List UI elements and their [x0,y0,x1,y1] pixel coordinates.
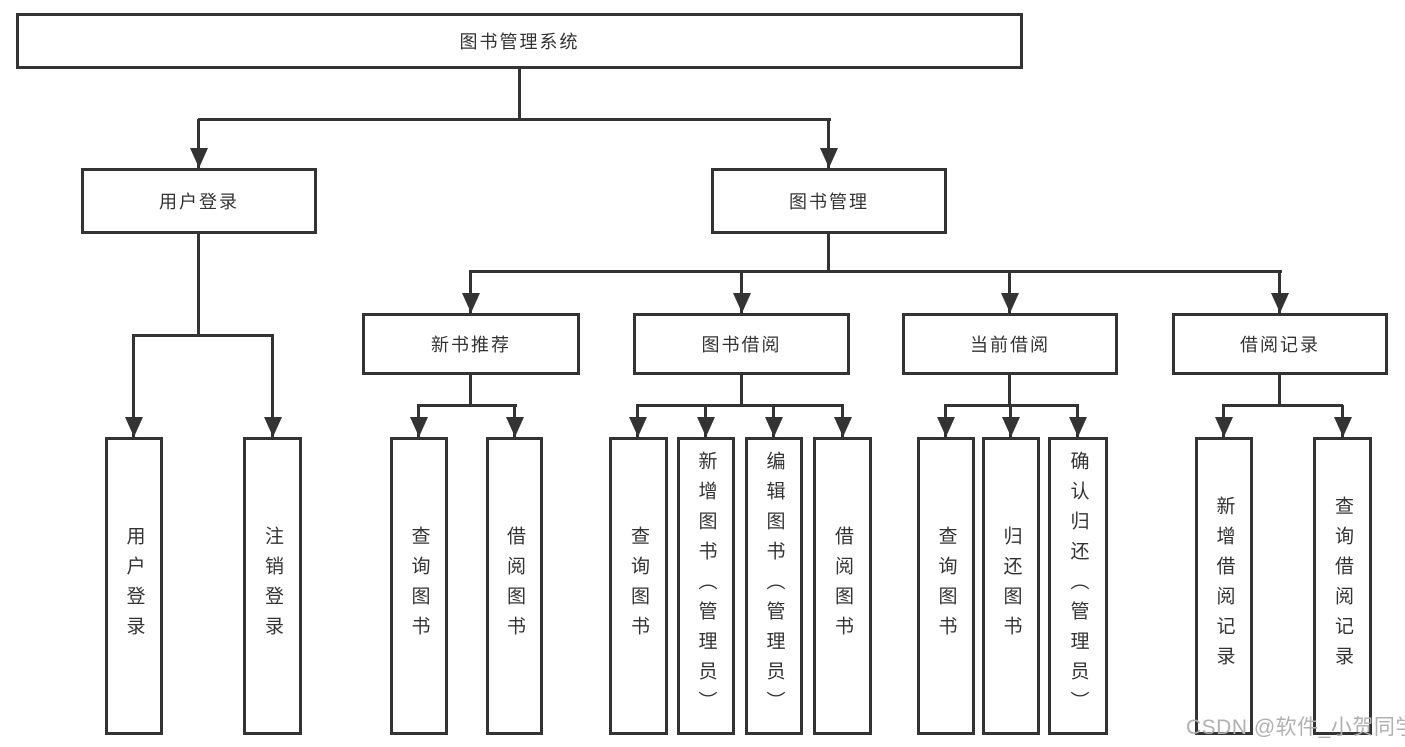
node-user-login-label: 用户登录 [159,192,239,212]
node-book-borrow: 图书借阅 [633,313,850,375]
arrow-into-borrow-record [1278,271,1281,313]
connector-borrow-record-split [1222,404,1343,407]
connector-book-mgmt-split [469,270,1282,273]
arrow-into-cb-return [1009,405,1012,437]
arrow-into-user-login [197,119,200,168]
node-new-book-rec-label: 新书推荐 [431,335,511,355]
node-bb-add-label: 新增图书（管理员） [695,451,717,721]
arrow-into-nb-query [417,405,420,437]
arrow-into-bb-query [636,405,639,437]
arrow-into-nb-borrow [513,405,516,437]
node-nb-query-label: 查询图书 [408,526,430,646]
node-cb-query: 查询图书 [917,437,975,735]
node-current-borrow: 当前借阅 [902,313,1118,375]
node-user-login: 用户登录 [81,168,317,234]
arrow-into-bb-borrow [841,405,844,437]
node-cb-confirm: 确认归还（管理员） [1048,437,1108,735]
node-bb-edit-label: 编辑图书（管理员） [763,451,785,721]
connector-book-mgmt-stem [827,234,830,273]
node-cb-return: 归还图书 [982,437,1040,735]
arrow-into-new-book-rec [469,271,472,313]
connector-borrow-record-stem [1278,375,1281,406]
node-br-add: 新增借阅记录 [1195,437,1253,735]
arrow-into-cb-confirm [1076,405,1079,437]
arrow-into-cb-query [944,405,947,437]
node-leaf-logout-label: 注销登录 [262,526,283,646]
connector-new-book-rec-stem [469,375,472,406]
node-cb-return-label: 归还图书 [1000,526,1022,646]
node-cb-query-label: 查询图书 [935,526,957,646]
arrow-into-bb-add [704,405,707,437]
node-root: 图书管理系统 [16,13,1023,69]
arrow-into-book-borrow [740,271,743,313]
arrow-into-br-add [1222,405,1225,437]
node-book-mgmt: 图书管理 [711,168,947,234]
connector-user-login-stem [197,234,200,336]
node-bb-borrow-label: 借阅图书 [832,526,853,646]
arrow-into-bb-edit [772,405,775,437]
node-root-label: 图书管理系统 [459,32,580,52]
node-nb-borrow: 借阅图书 [486,437,543,735]
node-nb-borrow-label: 借阅图书 [504,526,525,646]
node-bb-edit: 编辑图书（管理员） [745,437,803,735]
arrow-into-current-borrow [1008,271,1011,313]
node-book-mgmt-label: 图书管理 [789,192,869,212]
node-br-query-label: 查询借阅记录 [1332,496,1353,676]
node-cb-confirm-label: 确认归还（管理员） [1067,451,1089,721]
node-new-book-rec: 新书推荐 [362,313,580,375]
csdn-watermark: CSDN @软件_小贺同学 [1186,716,1405,739]
connector-new-book-rec-split [417,404,517,407]
node-bb-add: 新增图书（管理员） [677,437,735,735]
node-bb-query: 查询图书 [609,437,668,735]
node-leaf-logout: 注销登录 [243,437,302,735]
node-current-borrow-label: 当前借阅 [970,335,1050,355]
node-nb-query: 查询图书 [390,437,448,735]
connector-user-login-split [132,334,274,337]
connector-root-stem [518,68,521,120]
node-br-add-label: 新增借阅记录 [1213,496,1235,676]
node-borrow-record-label: 借阅记录 [1240,335,1320,355]
node-leaf-user-login-label: 用户登录 [123,526,145,646]
connector-current-borrow-stem [1008,375,1011,406]
connector-book-borrow-split [636,404,844,407]
connector-book-borrow-stem [740,375,743,406]
arrow-into-book-mgmt [827,119,830,168]
node-leaf-user-login: 用户登录 [105,437,163,735]
connector-root-split [198,118,831,121]
node-borrow-record: 借阅记录 [1172,313,1388,375]
node-br-query: 查询借阅记录 [1313,437,1372,735]
arrow-into-leaf-logout [271,335,274,437]
node-bb-borrow: 借阅图书 [813,437,872,735]
node-bb-query-label: 查询图书 [628,526,649,646]
node-book-borrow-label: 图书借阅 [701,335,782,355]
arrow-into-leaf-user-login [132,335,135,437]
arrow-into-br-query [1341,405,1344,437]
